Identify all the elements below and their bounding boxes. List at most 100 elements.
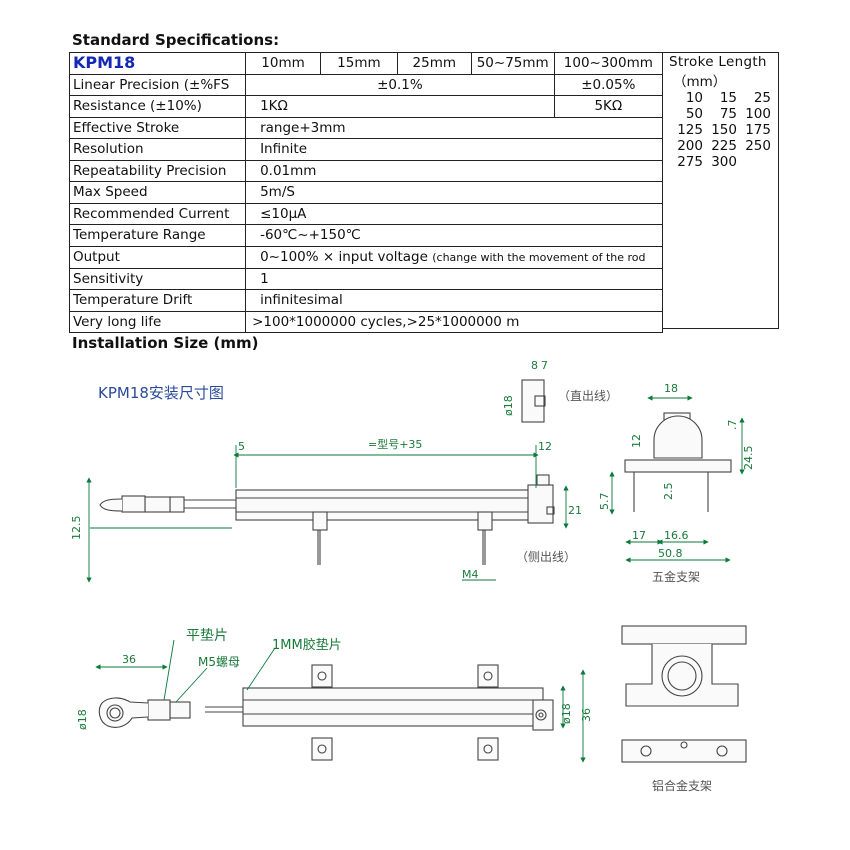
row-label: Resolution [68, 138, 247, 161]
output-note: (change with the movement of the rod [432, 250, 646, 264]
spec-table: KPM18 10mm 15mm 25mm 50~75mm 100~300mm L… [68, 52, 664, 333]
stroke-value: 75 [719, 106, 737, 122]
row-label: Output [68, 245, 247, 269]
stroke-col: 15mm [319, 52, 398, 75]
stroke-value: 225 [711, 138, 737, 154]
stroke-value: 300 [711, 154, 737, 170]
stroke-row: 50 75 100 [669, 106, 778, 122]
stroke-value: 50 [685, 106, 703, 122]
cell-value: range+3mm [245, 116, 663, 139]
stroke-value: 100 [745, 106, 771, 122]
sensor-top-body [242, 687, 544, 727]
stroke-row: 275 300 [669, 154, 778, 170]
stroke-col: 100~300mm [553, 52, 664, 75]
dim-b50-8: 50.8 [658, 547, 683, 560]
label-straight-out: （直出线） [558, 389, 618, 403]
label-flat-washer: 平垫片 [186, 628, 228, 644]
stroke-value: 150 [711, 122, 737, 138]
dim-12: 12 [538, 440, 552, 453]
stroke-value: 175 [745, 122, 771, 138]
cell-value: 5m/S [245, 181, 663, 204]
stroke-col: 10mm [245, 52, 321, 75]
dim-8: 8 [531, 359, 538, 372]
row-label: Linear Precision (±%FS [68, 73, 247, 96]
stroke-row: 200 225 250 [669, 138, 778, 154]
dim-12-5: 12.5 [70, 516, 83, 541]
row-label: Very long life [68, 310, 247, 333]
row-label: Sensitivity [68, 267, 247, 290]
dim-b16-6: 16.6 [664, 529, 689, 542]
dim-b5-7: 5.7 [598, 493, 611, 511]
dim-5: 5 [238, 440, 245, 453]
dim-b17: 17 [632, 529, 646, 542]
stroke-value: 15 [719, 90, 737, 106]
cell-value: 1 [245, 267, 663, 290]
stroke-value [737, 154, 771, 170]
cell-value: Infinite [245, 138, 663, 161]
dim-phi18: ø18 [76, 709, 89, 730]
stroke-row: 125 150 175 [669, 122, 778, 138]
stroke-col: 25mm [396, 52, 472, 75]
spec-heading: Standard Specifications: [72, 31, 280, 49]
stroke-value: 250 [745, 138, 771, 154]
table-row: Linear Precision (±%FS ±0.1% ±0.05% [68, 73, 664, 96]
dim-d18: ø18 [502, 395, 515, 416]
stroke-value: 10 [685, 90, 703, 106]
row-label: Effective Stroke [68, 116, 247, 139]
sensor-end-cap [527, 484, 554, 524]
cell-value: ±0.05% [553, 73, 664, 96]
output-value: 0~100% × input voltage [260, 248, 428, 265]
table-row: Resistance (±10%) 1KΩ 5KΩ [68, 95, 664, 118]
dim-b7: .7 [726, 420, 739, 431]
stroke-value: 25 [753, 90, 771, 106]
drawing-title: KPM18安装尺寸图 [98, 384, 224, 402]
row-label: Resistance (±10%) [68, 95, 247, 118]
cell-value: -60℃~+150℃ [245, 224, 663, 247]
cell-value: 5KΩ [553, 95, 664, 118]
dim-m4: M4 [462, 568, 479, 581]
row-label: Max Speed [68, 181, 247, 204]
label-alloy-bracket: 铝合金支架 [652, 778, 712, 793]
row-label: Recommended Current [68, 202, 247, 225]
stroke-length-title: Stroke Length [669, 54, 767, 70]
stroke-value: 200 [677, 138, 703, 154]
dim-36a: 36 [122, 653, 136, 666]
table-row: Temperature Range-60℃~+150℃ [68, 224, 663, 247]
dim-model-plus: =型号+35 [368, 437, 422, 451]
dim-36b: 36 [580, 708, 593, 722]
dim-21: 21 [568, 504, 582, 517]
dim-7: 7 [541, 359, 548, 372]
stroke-value: 275 [677, 154, 703, 170]
table-row: Very long life>100*1000000 cycles,>25*10… [68, 310, 663, 333]
row-label: Repeatability Precision [68, 159, 247, 182]
dim-b24-5: 24.5 [742, 446, 755, 471]
installation-drawing: 5 =型号+35 12 21 12.5 M4 8 7 ø18 18 12 .7 … [70, 359, 755, 793]
row-label: Temperature Drift [68, 289, 247, 312]
table-row: Recommended Current≤10μA [68, 202, 663, 225]
stroke-length-unit: （mm） [673, 74, 727, 90]
cell-value: ≤10μA [245, 202, 663, 225]
dim-b18: 18 [664, 382, 678, 395]
cell-value: 0~100% × input voltage (change with the … [245, 245, 663, 269]
label-rubber-washer: 1MM胶垫片 [272, 637, 342, 653]
cell-value: ±0.1% [245, 73, 555, 96]
stroke-value: 125 [677, 122, 703, 138]
cell-value: 1KΩ [245, 95, 555, 118]
install-heading: Installation Size (mm) [72, 334, 259, 352]
stroke-col: 50~75mm [470, 52, 555, 75]
dim-phi18b: ø18 [560, 703, 573, 724]
model-name: KPM18 [68, 52, 247, 75]
dim-b12: 12 [630, 434, 643, 448]
cell-value: infinitesimal [245, 289, 663, 312]
stroke-length-box: Stroke Length （mm） 10 15 25 50 75 100 125 150… [663, 52, 779, 329]
label-five-metal-bracket: 五金支架 [652, 569, 700, 584]
cell-value: 0.01mm [245, 159, 663, 182]
row-label: Temperature Range [68, 224, 247, 247]
label-m5-nut: M5螺母 [198, 655, 240, 669]
dim-b2-5: 2.5 [662, 483, 675, 501]
